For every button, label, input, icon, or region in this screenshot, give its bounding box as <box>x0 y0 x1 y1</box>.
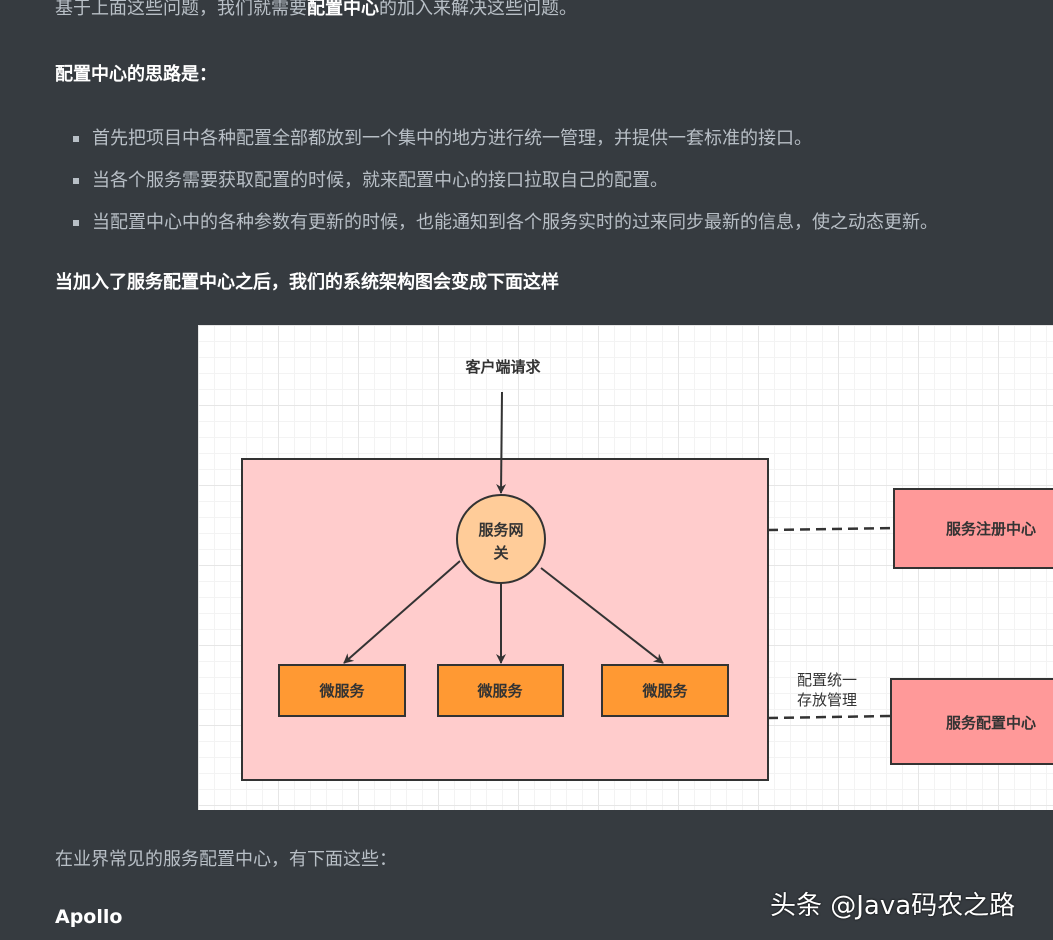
registry-box <box>893 488 1053 569</box>
microservice-label-3: 微服务 <box>641 682 688 700</box>
list-item: 当配置中心中的各种参数有更新的时候，也能通知到各个服务实时的过来同步最新的信息，… <box>70 202 938 244</box>
gateway-label-1: 服务网 <box>478 521 523 539</box>
edge-label-1: 配置统一 <box>797 671 857 689</box>
heading-architecture: 当加入了服务配置中心之后，我们的系统架构图会变成下面这样 <box>55 272 559 293</box>
intro-bold: 配置中心 <box>307 0 379 19</box>
gateway-arrow-left <box>343 560 461 664</box>
outro-paragraph: 在业界常见的服务配置中心，有下面这些： <box>55 849 397 870</box>
registry-label: 服务注册中心 <box>946 520 1036 538</box>
client-request-label: 客户端请求 <box>464 358 541 376</box>
architecture-diagram: 客户端请求 服务网 关 微服务 微服务 微服务 服务注册中心 配置统一 存放管理… <box>198 325 1053 810</box>
microservice-box-3 <box>601 664 729 717</box>
microservice-box-2 <box>437 664 564 717</box>
microservice-box-1 <box>278 664 406 717</box>
intro-paragraph: 基于上面这些问题，我们就需要配置中心的加入来解决这些问题。 <box>55 0 577 20</box>
gateway-label-2: 关 <box>493 544 508 562</box>
microservice-label-2: 微服务 <box>476 682 523 700</box>
intro-prefix: 基于上面这些问题，我们就需要 <box>55 0 307 19</box>
gateway-node <box>456 494 546 584</box>
watermark: 头条 @Java码农之路 <box>770 891 1016 921</box>
intro-suffix: 的加入来解决这些问题。 <box>379 0 577 19</box>
microservice-label-1: 微服务 <box>318 682 365 700</box>
apollo-heading: Apollo <box>55 906 123 928</box>
list-item: 首先把项目中各种配置全部都放到一个集中的地方进行统一管理，并提供一套标准的接口。 <box>70 118 938 160</box>
config-center-label: 服务配置中心 <box>946 714 1036 732</box>
heading-config-idea: 配置中心的思路是： <box>55 64 217 85</box>
config-center-box <box>890 678 1053 765</box>
request-arrow <box>496 391 507 494</box>
registry-link <box>767 526 895 532</box>
bullet-list: 首先把项目中各种配置全部都放到一个集中的地方进行统一管理，并提供一套标准的接口。… <box>70 118 938 244</box>
gateway-arrow-right <box>540 567 664 664</box>
list-item: 当各个服务需要获取配置的时候，就来配置中心的接口拉取自己的配置。 <box>70 160 938 202</box>
config-link <box>767 714 892 720</box>
edge-label-2: 存放管理 <box>797 691 857 709</box>
